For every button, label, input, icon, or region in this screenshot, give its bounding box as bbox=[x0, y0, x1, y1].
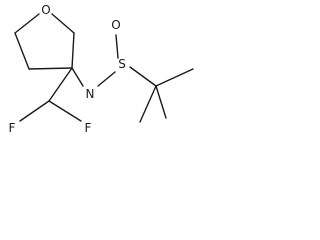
ring-oxygen-label: O bbox=[41, 3, 50, 17]
chemical-structure: O N S O F F bbox=[9, 3, 194, 135]
bond-ring-ch2-to-ch2 bbox=[14, 32, 30, 70]
bond-tbutyl-methyl-3 bbox=[139, 85, 157, 123]
fluorine-left-label: F bbox=[9, 121, 16, 135]
bond-c-to-n bbox=[71, 67, 84, 87]
bond-s-to-o bbox=[115, 34, 119, 59]
bond-ring-o-to-ch2-right bbox=[51, 13, 75, 34]
fluorine-right-label: F bbox=[85, 121, 92, 135]
bond-chf2-to-f-left bbox=[19, 100, 50, 122]
sulfinyl-oxygen-label: O bbox=[111, 18, 120, 32]
bond-n-to-s bbox=[97, 71, 116, 87]
bond-ring-ch2-right-to-quaternary-c bbox=[71, 32, 75, 69]
bond-chf2-to-f-right bbox=[48, 100, 82, 122]
bond-s-to-tbutyl-c bbox=[129, 66, 157, 87]
bond-tbutyl-methyl-2 bbox=[155, 85, 167, 119]
bond-group bbox=[14, 13, 194, 123]
bond-ring-ch2-to-quaternary-c bbox=[28, 67, 73, 70]
bond-tbutyl-methyl-1 bbox=[155, 68, 194, 87]
amine-nitrogen-label: N bbox=[86, 87, 95, 101]
bond-ring-o-to-ch2-left bbox=[14, 13, 40, 34]
bond-c-to-chf2 bbox=[48, 67, 73, 102]
atom-label-group: O N S O F F bbox=[9, 3, 126, 135]
sulfur-label: S bbox=[118, 57, 126, 71]
